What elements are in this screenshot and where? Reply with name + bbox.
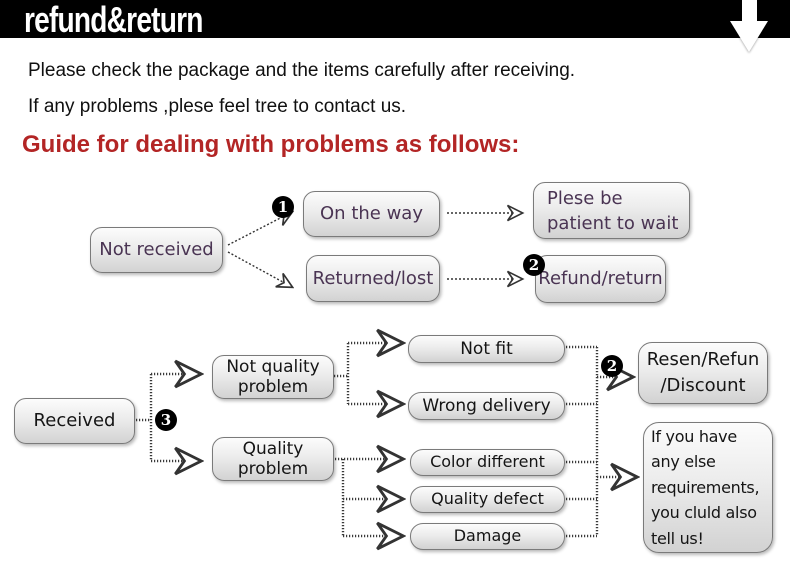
intro-line-2: If any problems ,plese feel tree to cont… <box>28 96 407 117</box>
badge-step-2-resend: 2 <box>601 355 623 377</box>
page-title: refund&return <box>24 0 203 40</box>
node-patient-wait: Plese be patient to wait <box>533 182 690 239</box>
badge-step-3: 3 <box>155 409 177 431</box>
node-on-the-way: On the way <box>303 191 440 237</box>
node-damage: Damage <box>410 523 565 550</box>
node-color-different: Color different <box>410 449 565 476</box>
node-resend-refund-discount: Resen/Refun /Discount <box>638 342 768 404</box>
header-bar: refund&return <box>0 0 790 40</box>
badge-step-1: 1 <box>272 196 294 218</box>
node-returned-lost: Returned/lost <box>306 255 440 302</box>
node-refund-return: Refund/return <box>535 255 666 303</box>
badge-step-2: 2 <box>523 254 545 276</box>
node-quality-defect: Quality defect <box>410 486 565 513</box>
node-quality-problem: Quality problem <box>212 437 334 481</box>
node-wrong-delivery: Wrong delivery <box>408 392 565 420</box>
node-other-requirements: If you have any else requirements, you c… <box>643 422 773 553</box>
intro-line-1: Please check the package and the items c… <box>28 60 576 81</box>
down-arrow-icon <box>729 0 769 54</box>
node-not-received: Not received <box>90 227 223 273</box>
node-received: Received <box>14 398 135 444</box>
node-not-fit: Not fit <box>408 335 565 363</box>
node-not-quality-problem: Not quality problem <box>212 355 334 399</box>
guide-heading: Guide for dealing with problems as follo… <box>22 131 520 158</box>
